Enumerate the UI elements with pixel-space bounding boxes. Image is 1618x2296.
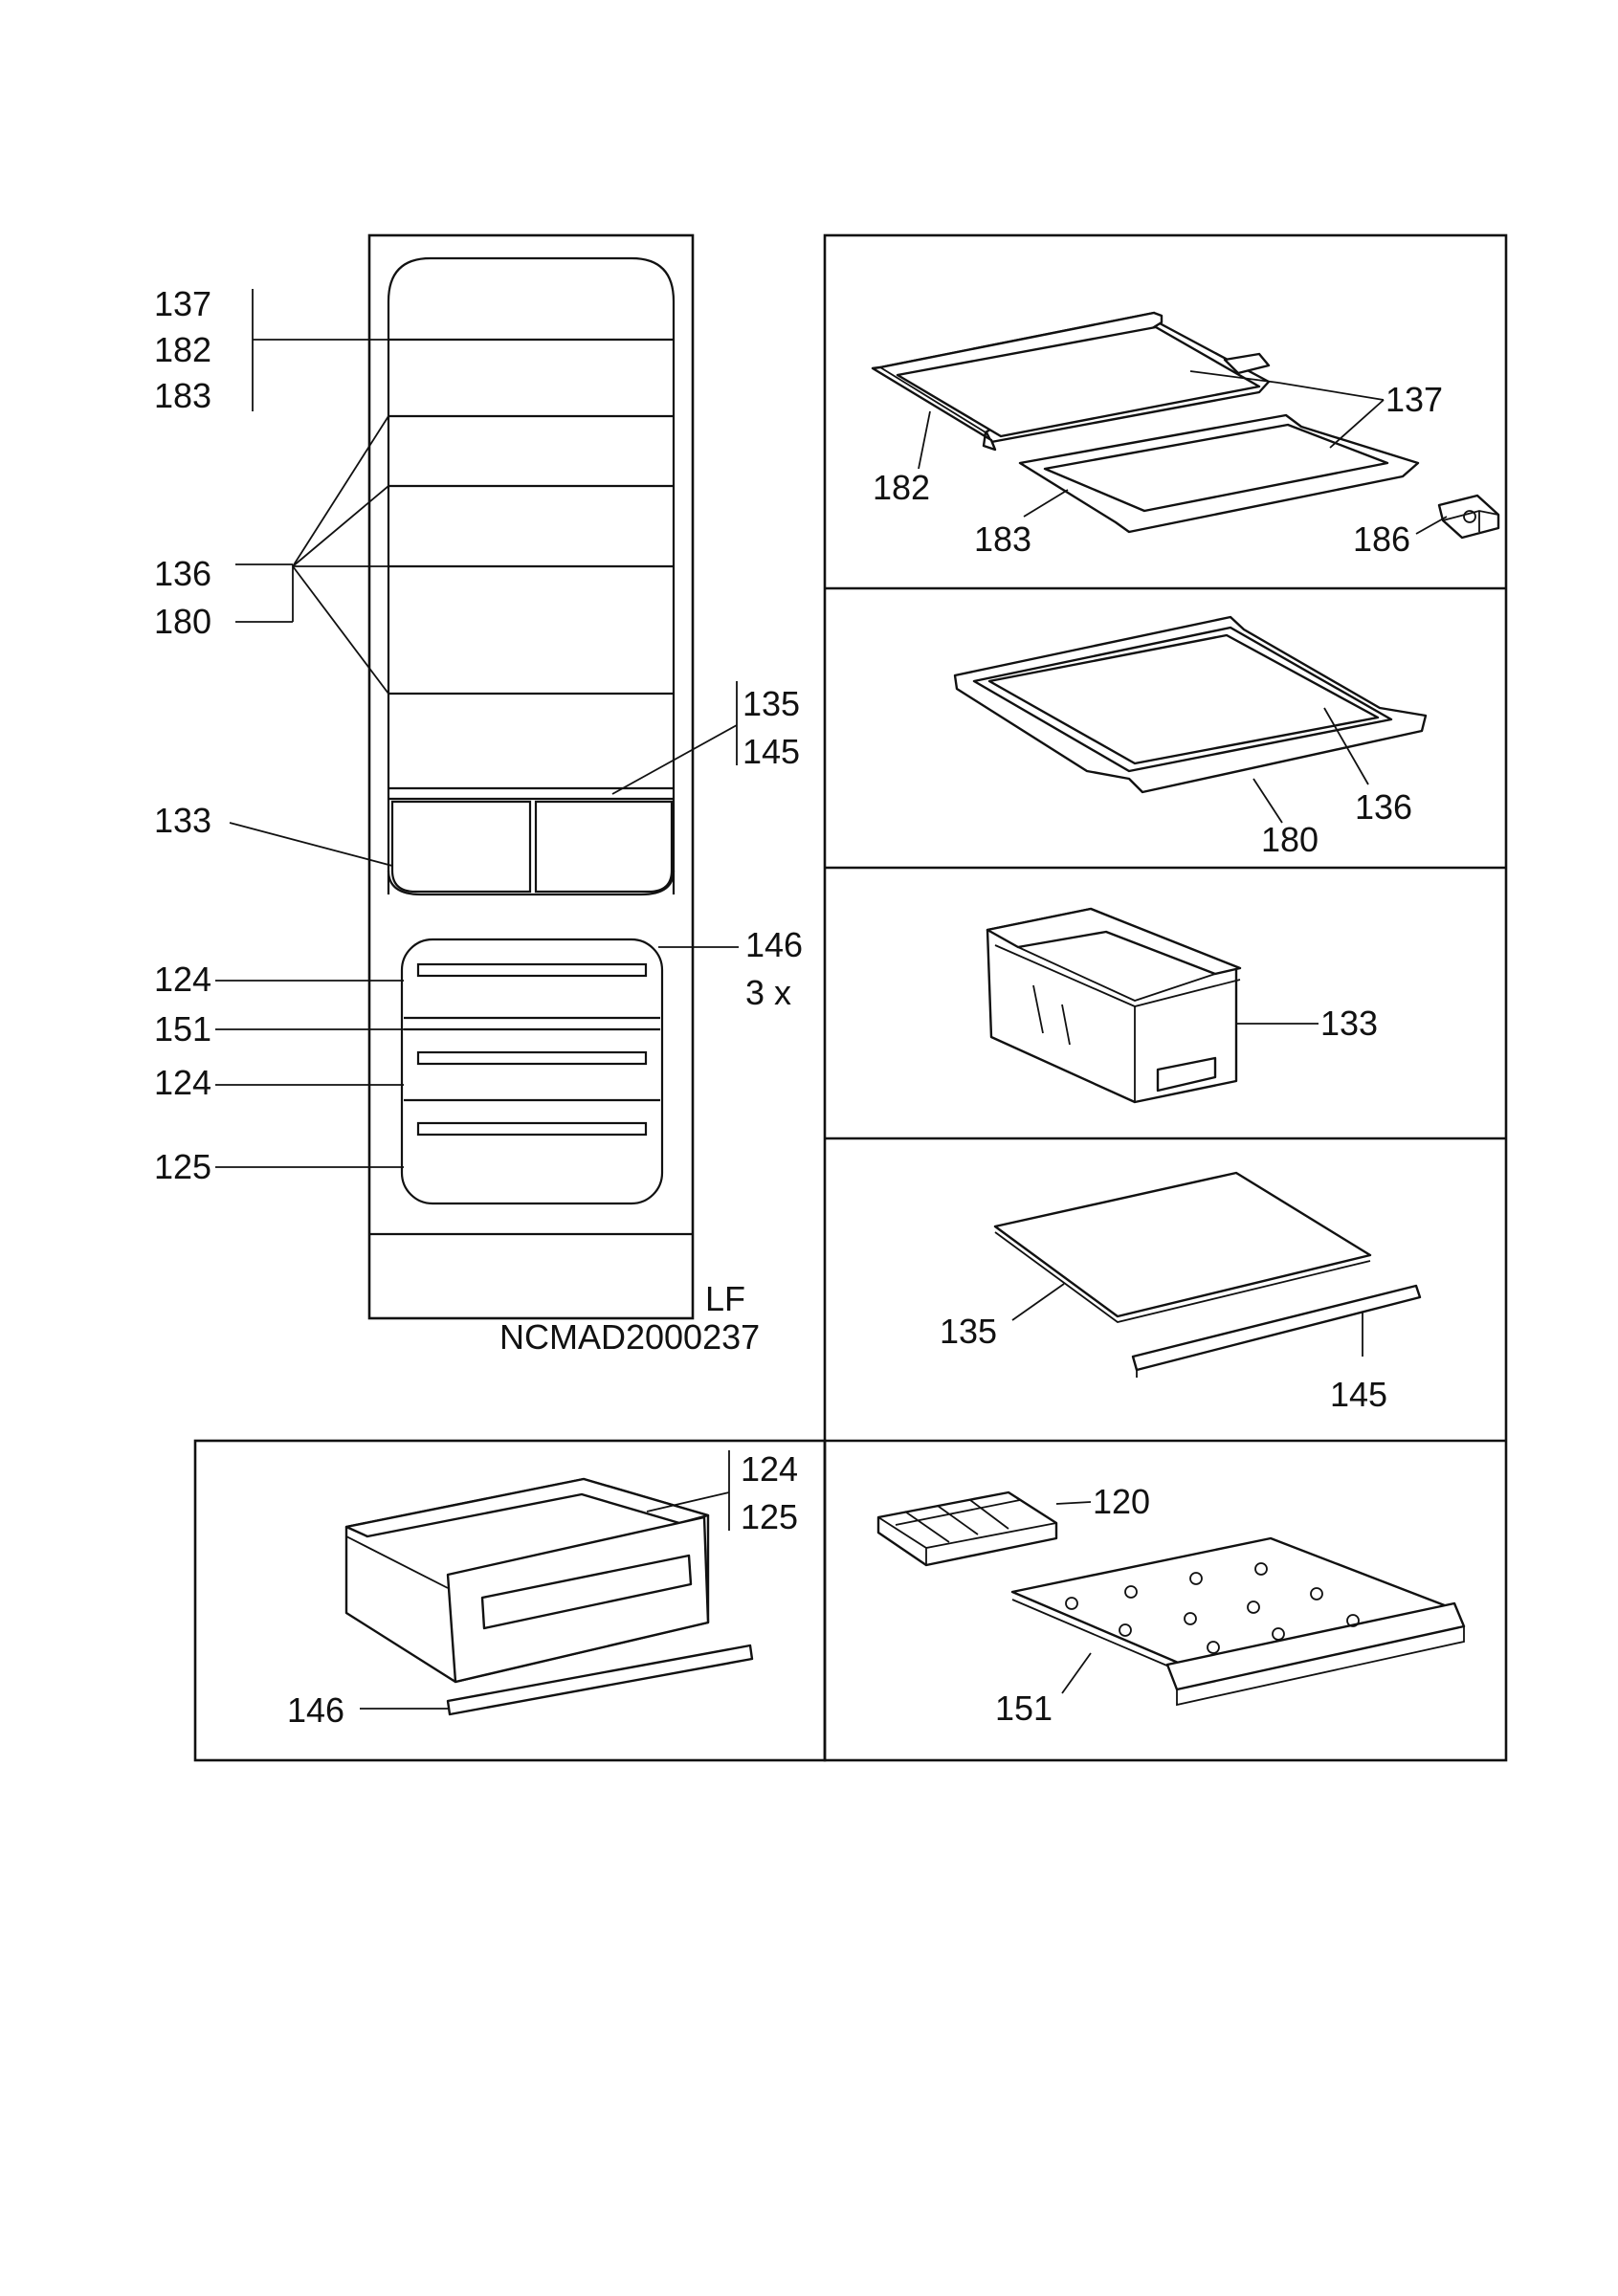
p2-callout-180: 180 [1261, 820, 1319, 859]
p5-callout-125: 125 [741, 1497, 798, 1536]
callout-136: 136 [154, 554, 211, 593]
overview-leader-lines [215, 289, 739, 1168]
callout-137: 137 [154, 284, 211, 323]
panel-ice-tray-plate [876, 1490, 1466, 1707]
p1-callout-137: 137 [1385, 380, 1443, 419]
p4-callout-145: 145 [1330, 1375, 1387, 1414]
p6-callout-120: 120 [1093, 1482, 1150, 1521]
p3-callout-133: 133 [1320, 1004, 1378, 1043]
p6-callout-151: 151 [995, 1689, 1053, 1728]
callout-3x: 3 x [745, 973, 791, 1012]
callout-183: 183 [154, 376, 211, 415]
variant-code: LF [705, 1279, 745, 1318]
callout-124-top: 124 [154, 960, 211, 999]
panel-glass-shelf [953, 615, 1428, 824]
callout-146: 146 [745, 925, 803, 964]
p1-callout-186: 186 [1353, 519, 1410, 559]
p5-callout-146: 146 [287, 1690, 344, 1730]
panel-glass-plate [993, 1171, 1422, 1378]
callout-151: 151 [154, 1009, 211, 1049]
p5-callout-124: 124 [741, 1449, 798, 1489]
callout-124-bottom: 124 [154, 1063, 211, 1102]
parts-panels-grid [193, 233, 1508, 1762]
panel-crisper-drawer [986, 907, 1319, 1104]
p1-callout-183: 183 [974, 519, 1031, 559]
callout-145: 145 [743, 732, 800, 771]
panel-split-shelf [871, 311, 1500, 540]
callout-125: 125 [154, 1147, 211, 1186]
callout-133: 133 [154, 801, 211, 840]
callout-135: 135 [743, 684, 800, 723]
panel-freezer-drawer [344, 1450, 754, 1716]
callout-182: 182 [154, 330, 211, 369]
p2-callout-136: 136 [1355, 787, 1412, 827]
cabinet-overview [367, 233, 695, 1320]
p1-callout-182: 182 [873, 468, 930, 507]
p4-callout-135: 135 [940, 1312, 997, 1351]
drawing-number: NCMAD2000237 [499, 1317, 760, 1357]
callout-180: 180 [154, 602, 211, 641]
